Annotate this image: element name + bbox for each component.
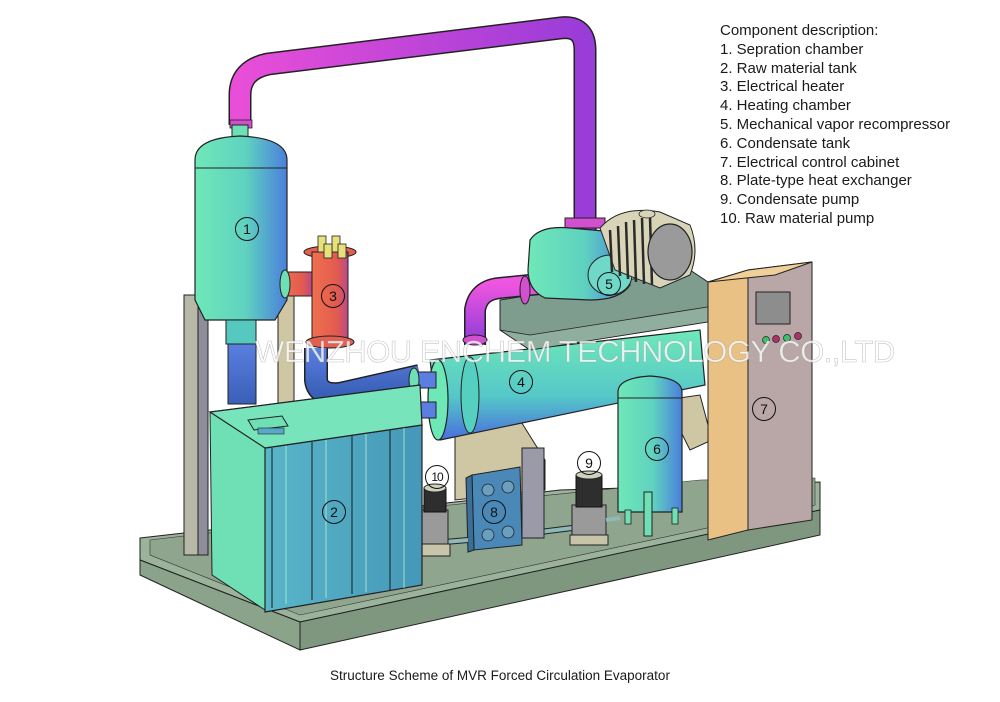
callout-10: 10 <box>425 465 449 489</box>
legend-item: 10. Raw material pump <box>720 209 875 227</box>
legend-item: 3. Electrical heater <box>720 78 845 96</box>
callout-1: 1 <box>235 217 259 241</box>
electrical-control-cabinet <box>707 261 813 541</box>
callout-4: 4 <box>509 370 533 394</box>
callout-8: 8 <box>482 500 506 524</box>
legend-item: 2. Raw material tank <box>720 59 857 77</box>
vapor-pipe <box>228 16 597 230</box>
legend-item: 5. Mechanical vapor recompressor <box>720 115 951 133</box>
legend-item: 9. Condensate pump <box>720 191 860 209</box>
callout-5: 5 <box>597 272 621 296</box>
legend-heading: Component description: <box>720 22 879 39</box>
callout-9: 9 <box>577 451 601 475</box>
legend-item: 6. Condensate tank <box>720 134 851 152</box>
raw-material-pump <box>419 483 451 557</box>
legend-item: 8. Plate-type heat exchanger <box>720 172 912 190</box>
callout-3: 3 <box>321 284 345 308</box>
compressor-inlet-pipe <box>462 273 542 346</box>
callout-6: 6 <box>645 437 669 461</box>
diagram-caption: Structure Scheme of MVR Forced Circulati… <box>330 668 670 683</box>
condensate-pump <box>539 470 621 546</box>
separation-chamber <box>194 124 288 405</box>
electrical-heater <box>279 235 423 407</box>
callout-7: 7 <box>752 397 776 421</box>
separator-supports <box>183 294 295 556</box>
legend-item: 1. Sepration chamber <box>720 40 864 58</box>
legend-item: 7. Electrical control cabinet <box>720 153 900 171</box>
raw-material-tank <box>208 384 423 613</box>
component-legend: Component description: 1. Sepration cham… <box>720 22 950 229</box>
legend-item: 4. Heating chamber <box>720 97 851 115</box>
callout-2: 2 <box>322 500 346 524</box>
